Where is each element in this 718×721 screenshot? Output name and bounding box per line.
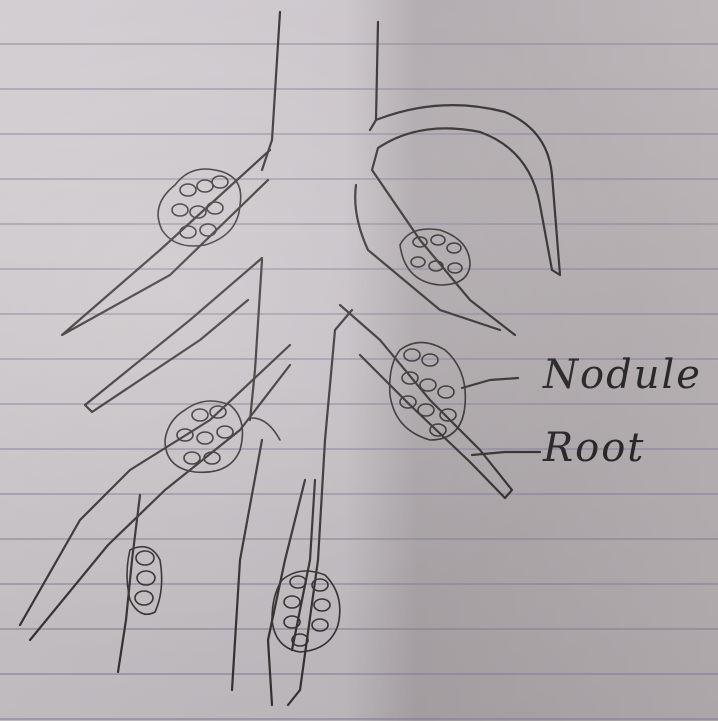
nodule-cluster-left-middle (165, 401, 242, 472)
root-label: Root (543, 425, 645, 471)
lateral-root-lower-middle (268, 480, 315, 705)
nodule-cluster-left-upper (158, 169, 241, 246)
nodule-label: Nodule (543, 352, 702, 398)
main-root (232, 12, 378, 705)
lateral-root-right-lower (340, 305, 512, 498)
lateral-root-left-upper (62, 150, 270, 412)
lateral-root-right-upper (355, 105, 560, 335)
nodule-pointer-line (462, 378, 518, 388)
